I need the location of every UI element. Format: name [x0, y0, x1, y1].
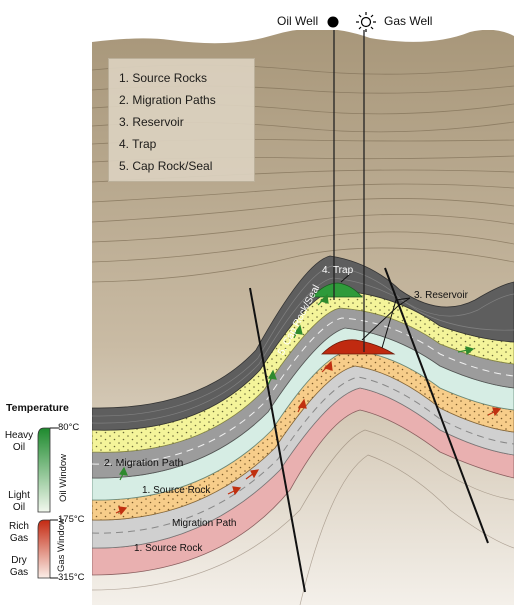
legend-item-cap-rock: 5. Cap Rock/Seal	[119, 159, 213, 173]
oil-well-icon	[327, 16, 339, 28]
temp-80-label: 80°C	[58, 422, 80, 433]
temperature-title: Temperature	[6, 402, 69, 414]
fault-line-left	[249, 287, 306, 593]
gas-reservoir-accumulation	[321, 339, 396, 355]
oil-trap-accumulation	[311, 282, 363, 298]
source-rock-upper-label: 1. Source Rock	[142, 485, 211, 496]
reservoir-label: 3. Reservoir	[414, 290, 468, 301]
gas-well-label: Gas Well	[384, 14, 433, 28]
temperature-scale	[37, 427, 58, 579]
legend-item-source-rocks: 1. Source Rocks	[119, 71, 208, 85]
source-rock-lower-label: 1. Source Rock	[134, 543, 203, 554]
oil-window-label: Oil Window	[58, 453, 69, 502]
temp-175-label: 175°C	[58, 514, 85, 525]
legend-item-reservoir: 3. Reservoir	[119, 115, 184, 129]
gas-well-sun-icon	[356, 12, 376, 32]
legend-item-trap: 4. Trap	[119, 137, 157, 151]
temp-315-label: 315°C	[58, 572, 85, 583]
dry-gas-label: Dry Gas	[9, 555, 29, 578]
fault-line-right	[384, 267, 489, 544]
trap-label: 4. Trap	[322, 265, 354, 276]
migration-path-lower-label: Migration Path	[172, 518, 237, 529]
oil-well-label: Oil Well	[277, 14, 319, 28]
migration-path-upper-label: 2. Migration Path	[104, 457, 184, 469]
rich-gas-label: Rich Gas	[8, 521, 29, 544]
legend-box: 1. Source Rocks 2. Migration Paths 3. Re…	[108, 58, 255, 182]
legend-item-migration-paths: 2. Migration Paths	[119, 93, 216, 107]
heavy-oil-label: Heavy Oil	[4, 430, 34, 453]
light-oil-label: Light Oil	[8, 490, 30, 513]
gas-window-label: Gas Window	[56, 518, 67, 572]
annotation-leaders	[340, 273, 411, 349]
migration-arrows	[115, 293, 502, 516]
